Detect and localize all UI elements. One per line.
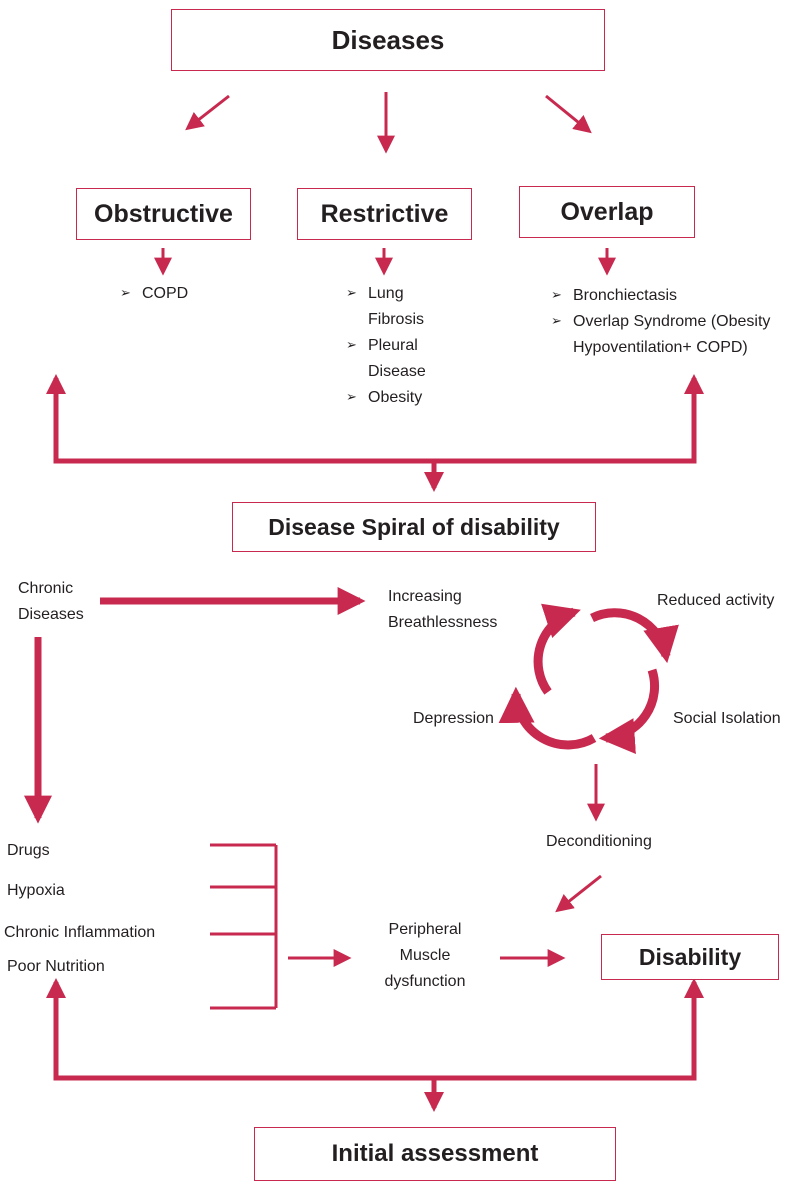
obstructive-label: Obstructive	[94, 199, 233, 228]
increasing-breathlessness-label: Increasing Breathlessness	[388, 588, 498, 631]
initial-assessment-box: Initial assessment	[254, 1127, 616, 1181]
disability-box: Disability	[601, 934, 779, 980]
factors-bracket	[210, 843, 278, 1010]
overlap-list: Bronchiectasis Overlap Syndrome (Obesity…	[551, 283, 783, 361]
diseases-box: Diseases	[171, 9, 605, 71]
deconditioning-label: Deconditioning	[546, 833, 652, 850]
arrow-to-obstructive	[185, 94, 230, 131]
list-item: Overlap Syndrome (Obesity Hypoventilatio…	[551, 309, 783, 361]
restrictive-list: Lung Fibrosis Pleural Disease Obesity	[346, 281, 446, 411]
factor-hypoxia: Hypoxia	[7, 882, 65, 899]
list-item: Obesity	[346, 385, 446, 411]
diseases-label: Diseases	[331, 24, 445, 55]
arrow-deconditioning-to-disability	[555, 874, 602, 913]
social-isolation-label: Social Isolation	[673, 710, 781, 727]
arrow-to-overlap	[545, 94, 592, 134]
factor-drugs: Drugs	[7, 842, 50, 859]
list-item: Pleural Disease	[346, 333, 438, 385]
cycle-arc-top-right	[590, 608, 679, 664]
disability-label: Disability	[638, 943, 742, 970]
factor-poor-nutrition: Poor Nutrition	[7, 958, 105, 975]
restrictive-box: Restrictive	[297, 188, 472, 240]
chronic-diseases-label: Chronic Diseases	[18, 580, 84, 623]
peripheral-muscle-label: Peripheral Muscle dysfunction	[384, 921, 466, 990]
spiral-label: Disease Spiral of disability	[268, 513, 560, 540]
overlap-box: Overlap	[519, 186, 695, 238]
cycle-arc-top-left	[533, 603, 581, 695]
restrictive-label: Restrictive	[320, 199, 449, 228]
obstructive-list: COPD	[120, 281, 250, 307]
depression-label: Depression	[413, 710, 494, 727]
bracket-to-spiral	[46, 374, 704, 464]
spiral-box: Disease Spiral of disability	[232, 502, 596, 552]
initial-assessment-label: Initial assessment	[331, 1140, 539, 1167]
cycle-arc-bottom-left	[498, 686, 597, 750]
obstructive-box: Obstructive	[76, 188, 251, 240]
list-item: Lung Fibrosis	[346, 281, 438, 333]
factor-chronic-inflammation: Chronic Inflammation	[4, 924, 156, 941]
reduced-activity-label: Reduced activity	[657, 592, 775, 609]
overlap-label: Overlap	[560, 197, 654, 226]
list-item: COPD	[120, 281, 250, 307]
bracket-to-assessment	[46, 978, 704, 1081]
cycle-arc-bottom-right	[598, 668, 660, 755]
list-item: Bronchiectasis	[551, 283, 783, 309]
